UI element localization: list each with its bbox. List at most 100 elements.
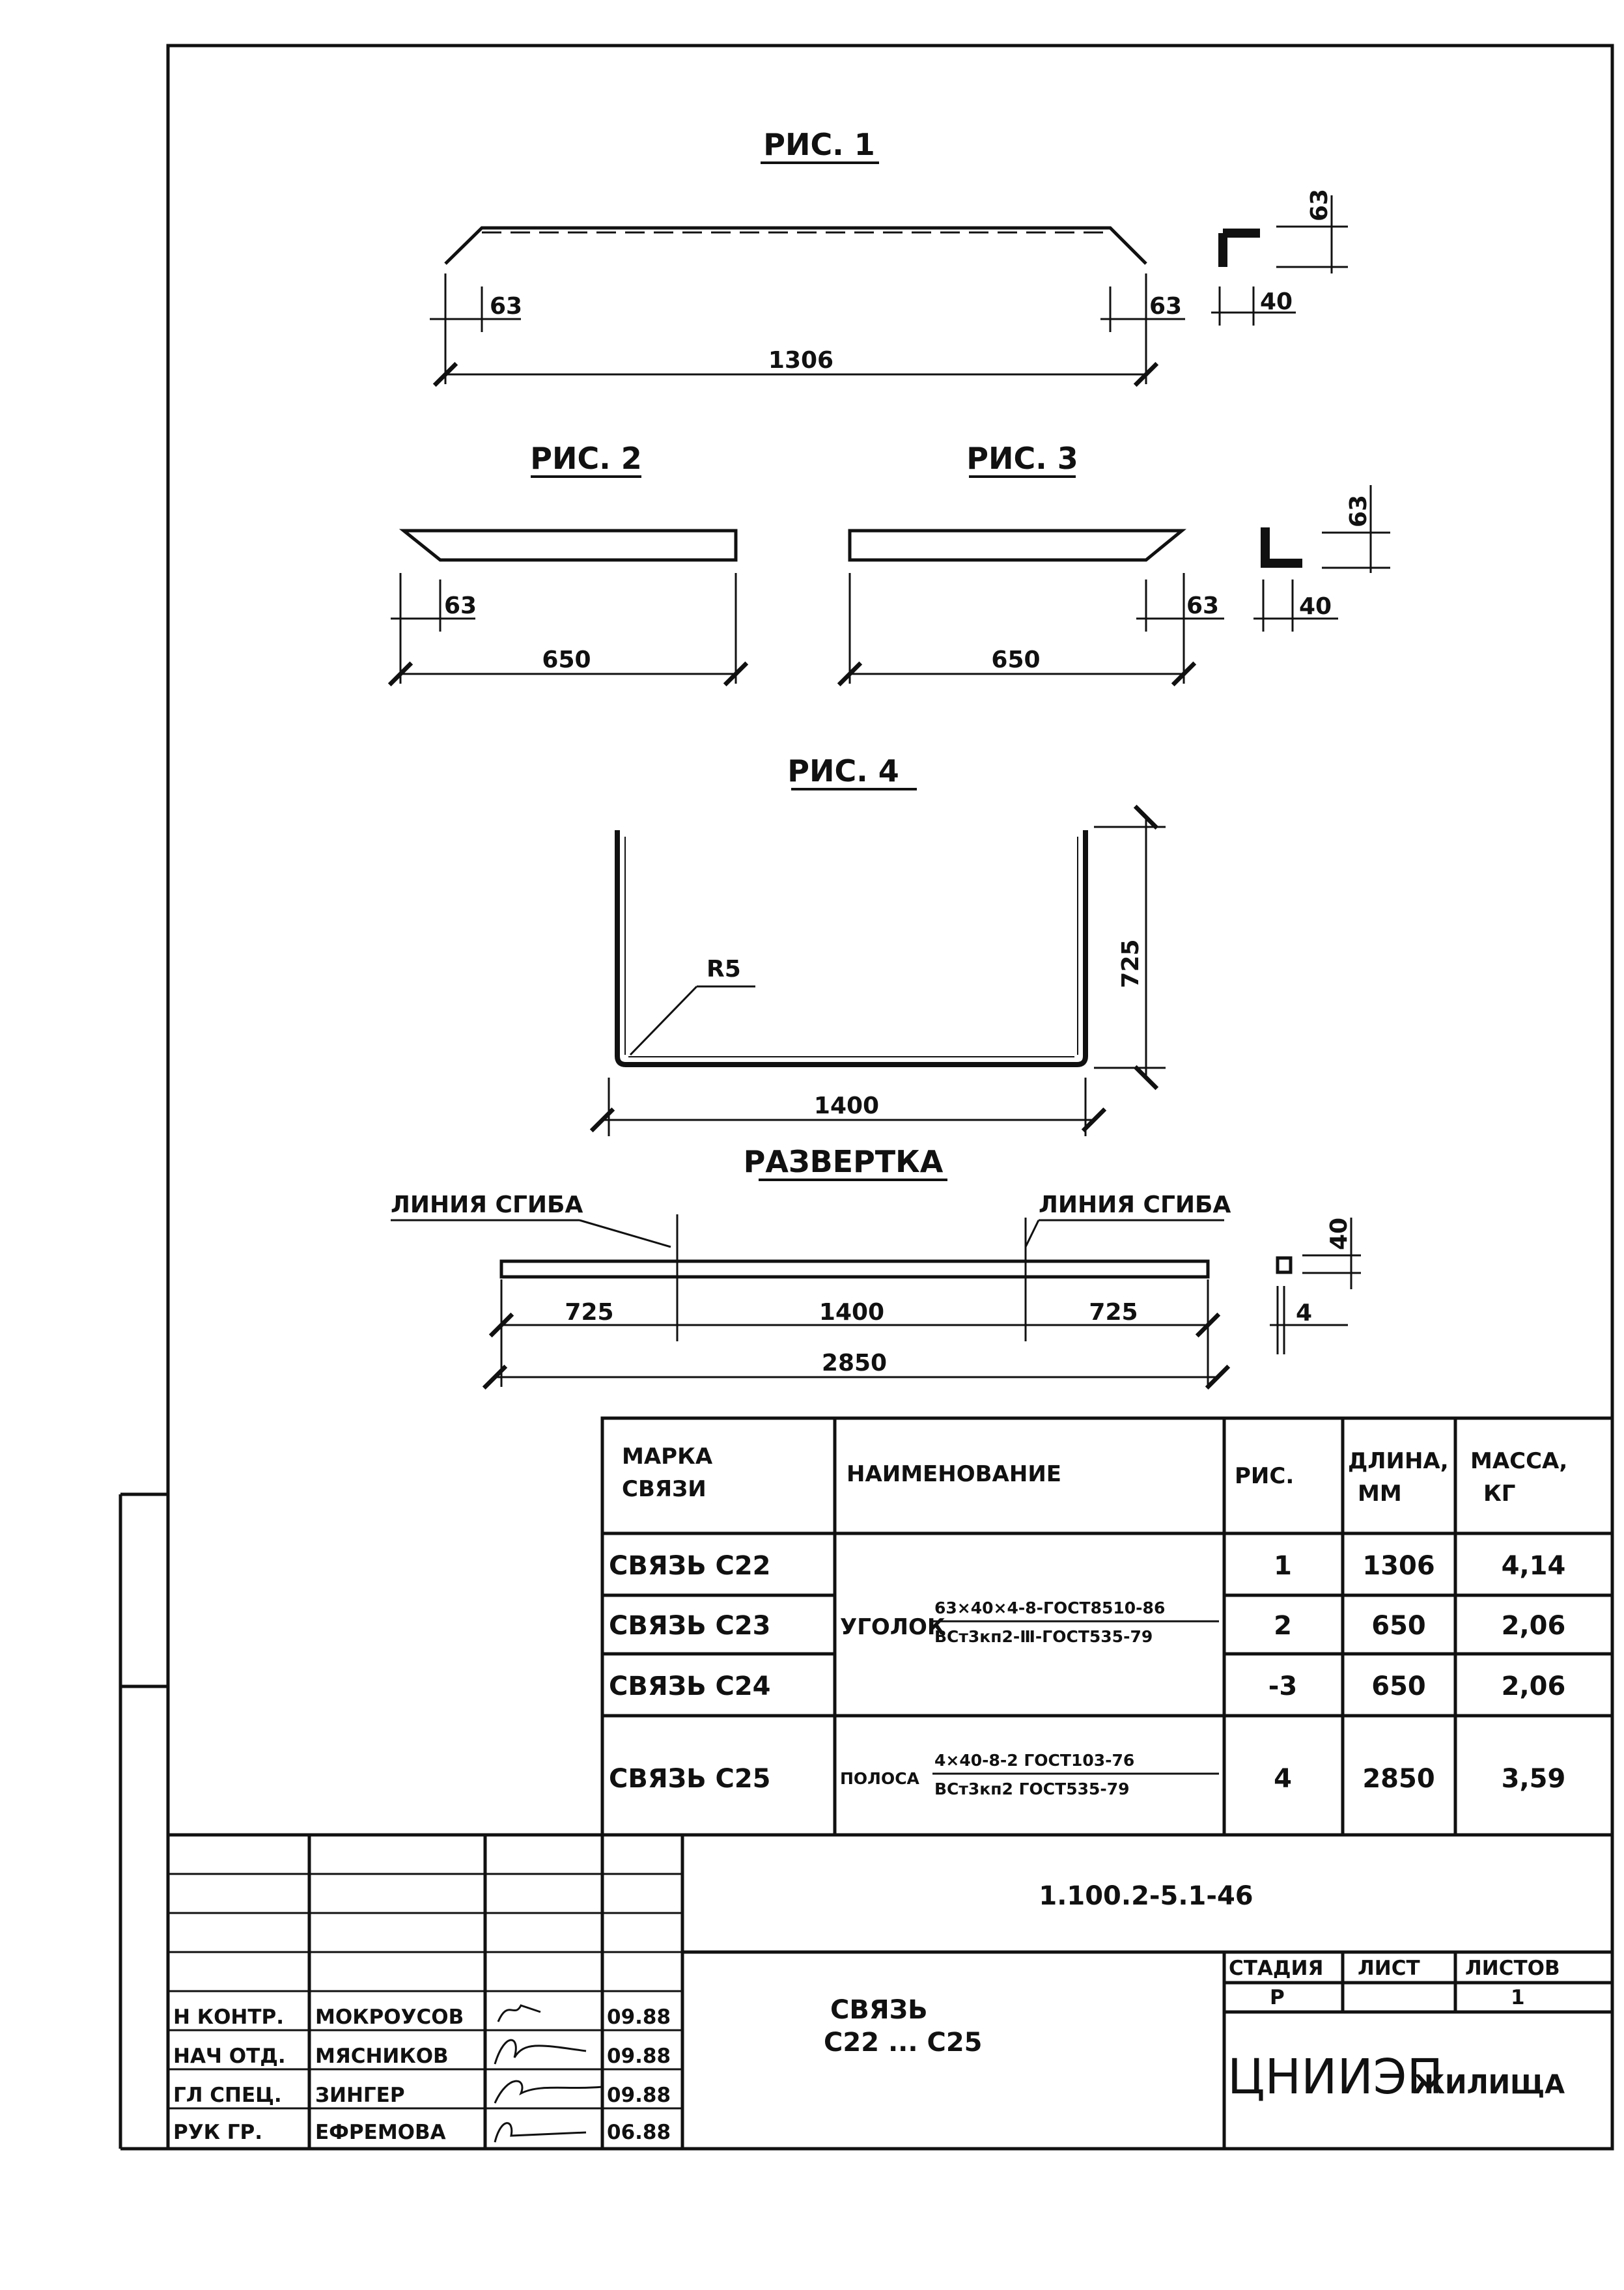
row4-mark: СВЯЗЬ С25 — [609, 1764, 771, 1794]
name-4: ЕФРЕМОВА — [315, 2121, 446, 2144]
th-name: НАИМЕНОВАНИЕ — [847, 1461, 1061, 1487]
fig4-height: 725 — [1117, 939, 1144, 988]
date-1: 09.88 — [607, 2005, 671, 2029]
strip-spec-bottom: ВСт3кп2 ГОСТ535-79 — [934, 1780, 1130, 1798]
signatory-row: РУК ГР. ЕФРЕМОВА 06.88 — [173, 2121, 671, 2144]
signature-4 — [494, 2122, 587, 2143]
figure-2: РИС. 2 63 650 — [387, 441, 749, 687]
bend-line-right-label: ЛИНИЯ СГИБА — [1039, 1192, 1231, 1218]
th-mark-2: СВЯЗИ — [622, 1476, 707, 1502]
fig4-title: РИС. 4 — [787, 753, 899, 789]
row1-length: 1306 — [1362, 1551, 1435, 1581]
sheet-frame — [119, 44, 1614, 2151]
sheet-label: ЛИСТ — [1358, 1957, 1420, 1980]
name-3: ЗИНГЕР — [315, 2084, 405, 2107]
row2-fig: 2 — [1274, 1611, 1292, 1641]
row1-mark: СВЯЗЬ С22 — [609, 1551, 771, 1581]
figure-4: РИС. 4 R5 725 1400 — [589, 753, 1166, 1136]
strip-label: ПОЛОСА — [840, 1769, 920, 1788]
fig3-dim-total: 650 — [991, 647, 1040, 673]
spec-table: МАРКА СВЯЗИ НАИМЕНОВАНИЕ РИС. ДЛИНА, ММ … — [600, 1416, 1614, 1837]
fig4-radius: R5 — [707, 956, 741, 983]
unfold-profile-t: 4 — [1296, 1300, 1312, 1326]
row4-fig: 4 — [1274, 1764, 1292, 1794]
figure-3: РИС. 3 63 650 63 40 — [837, 441, 1390, 687]
title-block: 1.100.2-5.1-46 СВЯЗЬ С22 ... С25 СТАДИЯ … — [168, 1833, 1612, 2149]
angle-spec-bottom: ВСт3кп2-Ⅲ-ГОСТ535-79 — [934, 1627, 1153, 1646]
row3-length: 650 — [1371, 1671, 1426, 1701]
fig4-width: 1400 — [814, 1093, 879, 1119]
row2-mark: СВЯЗЬ С23 — [609, 1611, 771, 1641]
role-4: РУК ГР. — [173, 2121, 262, 2144]
th-mass-2: КГ — [1483, 1481, 1515, 1507]
stage-label: СТАДИЯ — [1229, 1957, 1323, 1980]
th-len-2: ММ — [1358, 1481, 1402, 1507]
stage-value: Р — [1270, 1986, 1285, 2009]
table-row: СВЯЗЬ С22 1 1306 4,14 — [609, 1551, 1565, 1581]
unfold-view: РАЗВЕРТКА ЛИНИЯ СГИБА ЛИНИЯ СГИБА 725 14… — [391, 1144, 1361, 1390]
table-row: СВЯЗЬ С23 2 650 2,06 — [609, 1611, 1565, 1641]
date-4: 06.88 — [607, 2121, 671, 2144]
date-2: 09.88 — [607, 2045, 671, 2068]
figure-1: РИС. 1 63 63 1306 63 40 — [430, 127, 1348, 387]
row1-fig: 1 — [1274, 1551, 1292, 1581]
fig1-title: РИС. 1 — [763, 127, 875, 162]
row3-fig: -3 — [1268, 1671, 1297, 1701]
stamp-title-1: СВЯЗЬ — [830, 1995, 928, 2025]
unfold-seg-mid: 1400 — [819, 1299, 884, 1326]
angle-label: УГОЛОК — [840, 1614, 945, 1640]
signatory-row: ГЛ СПЕЦ. ЗИНГЕР 09.88 — [173, 2080, 671, 2107]
doc-number: 1.100.2-5.1-46 — [1039, 1881, 1253, 1911]
unfold-total: 2850 — [822, 1350, 887, 1376]
bend-line-left-label: ЛИНИЯ СГИБА — [391, 1192, 583, 1218]
fig2-dim-left: 63 — [444, 593, 477, 619]
fig1-dim-total: 1306 — [768, 347, 833, 374]
fig1-profile-h: 63 — [1306, 189, 1333, 221]
row2-length: 650 — [1371, 1611, 1426, 1641]
unfold-title: РАЗВЕРТКА — [744, 1144, 944, 1179]
fig1-dim-right: 63 — [1149, 293, 1182, 320]
org-name-2: ЖИЛИЩА — [1413, 2070, 1565, 2100]
unfold-profile-h: 40 — [1326, 1218, 1352, 1250]
fig23-profile-w: 40 — [1299, 593, 1332, 620]
role-3: ГЛ СПЕЦ. — [173, 2084, 282, 2107]
fig1-profile-w: 40 — [1260, 288, 1293, 315]
fig3-dim-right: 63 — [1186, 593, 1219, 619]
sheets-label: ЛИСТОВ — [1465, 1957, 1560, 1980]
signatory-row: НАЧ ОТД. МЯСНИКОВ 09.88 — [173, 2039, 671, 2068]
strip-spec-top: 4×40-8-2 ГОСТ103-76 — [934, 1751, 1134, 1770]
role-2: НАЧ ОТД. — [173, 2045, 286, 2068]
row2-mass: 2,06 — [1502, 1611, 1566, 1641]
org-name-1: ЦНИИЭП — [1227, 2049, 1443, 2105]
name-1: МОКРОУСОВ — [315, 2005, 464, 2029]
row3-mark: СВЯЗЬ С24 — [609, 1671, 771, 1701]
signature-1 — [497, 2004, 541, 2022]
role-1: Н КОНТР. — [173, 2005, 284, 2029]
name-2: МЯСНИКОВ — [315, 2045, 449, 2068]
row3-mass: 2,06 — [1502, 1671, 1566, 1701]
fig1-dim-left: 63 — [490, 293, 522, 320]
th-len-1: ДЛИНА, — [1348, 1448, 1449, 1474]
row4-length: 2850 — [1362, 1764, 1435, 1794]
table-row: СВЯЗЬ С25 4 2850 3,59 — [609, 1764, 1565, 1794]
th-fig: РИС. — [1235, 1463, 1294, 1489]
fig2-title: РИС. 2 — [530, 441, 641, 476]
date-3: 09.88 — [607, 2084, 671, 2107]
table-row: СВЯЗЬ С24 -3 650 2,06 — [609, 1671, 1565, 1701]
signature-2 — [494, 2039, 587, 2065]
sheets-value: 1 — [1511, 1986, 1525, 2009]
fig23-profile-h: 63 — [1345, 495, 1372, 527]
unfold-seg-left: 725 — [565, 1299, 613, 1326]
row4-mass: 3,59 — [1502, 1764, 1566, 1794]
th-mark-1: МАРКА — [622, 1444, 713, 1470]
unfold-seg-right: 725 — [1089, 1299, 1138, 1326]
signatory-row: Н КОНТР. МОКРОУСОВ 09.88 — [173, 2004, 671, 2029]
th-mass-1: МАССА, — [1470, 1448, 1567, 1474]
angle-spec-top: 63×40×4-8-ГОСТ8510-86 — [934, 1599, 1165, 1617]
fig3-title: РИС. 3 — [966, 441, 1078, 476]
row1-mass: 4,14 — [1502, 1551, 1566, 1581]
fig2-dim-total: 650 — [542, 647, 591, 673]
signature-3 — [494, 2080, 603, 2104]
stamp-title-2: С22 ... С25 — [824, 2028, 982, 2058]
